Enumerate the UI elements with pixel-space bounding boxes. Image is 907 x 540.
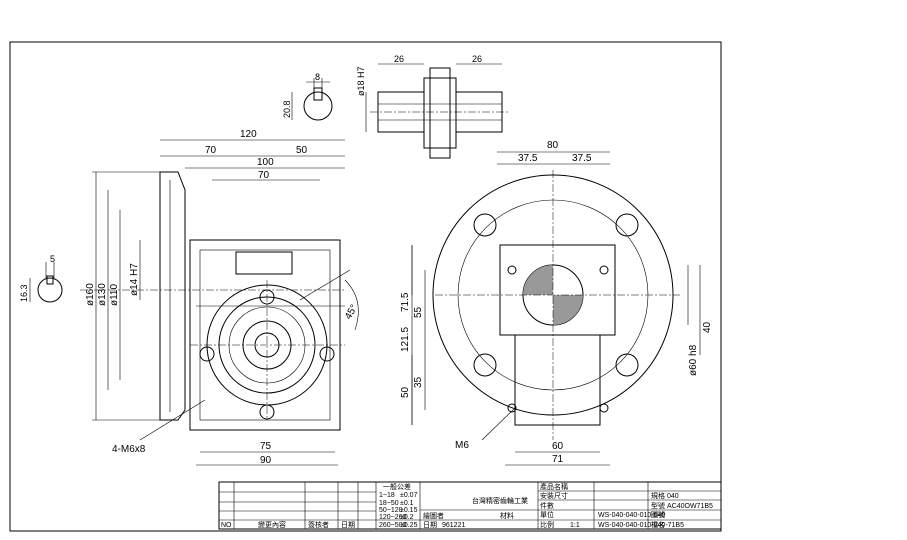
dim-w-60: 60 [552, 441, 564, 452]
tb-tol-3-b: ±0.2 [400, 514, 414, 521]
tb-model-label: 規格 [651, 491, 665, 500]
tb-model-value: 040 [667, 493, 679, 500]
tb-unit: 單位 [540, 510, 554, 519]
dim-dia-130: ø130 [97, 283, 108, 306]
drawing-border [9, 41, 722, 532]
dim-w-71: 71 [552, 454, 564, 465]
tb-tol-4-a: 260~500 [379, 522, 407, 529]
tb-tol-2-a: 50~120 [379, 507, 403, 514]
tb-file-value: WS-040-040-010-040-71B5 [598, 522, 684, 529]
dim-h-35: 35 [413, 376, 424, 388]
tb-scale-label: 比例 [540, 520, 554, 529]
dim-key-w: 5 [50, 254, 55, 264]
dim-dia-60: ø60 h8 [688, 344, 699, 376]
dim-side-total: 120 [240, 129, 257, 140]
dim-front-75: 75 [260, 441, 272, 452]
dim-key-h: 16.3 [19, 284, 29, 302]
tb-company: 台灣精密齒輪工業 [472, 496, 528, 505]
tb-tol-2-b: ±0.15 [400, 507, 418, 514]
tb-date: 日期 [341, 521, 355, 529]
dim-flange-r: 37.5 [572, 153, 592, 164]
dim-front-top: 100 [257, 157, 274, 168]
tb-drafter: 繪圖者 [423, 511, 444, 520]
dim-dia-110: ø110 [109, 284, 120, 306]
label-m6: M6 [455, 440, 469, 451]
tb-tol-0-a: 1~18 [379, 492, 395, 499]
dim-h-121-5: 121.5 [400, 327, 411, 352]
tb-code-value: AC40OW71B5 [667, 503, 713, 510]
tb-tol-0-b: ±0.07 [400, 492, 418, 499]
dim-h-55: 55 [413, 306, 424, 318]
dim-side-right: 50 [296, 145, 308, 156]
dim-coupling-l: 26 [394, 54, 404, 64]
dim-dia-160: ø160 [85, 283, 96, 306]
tb-qty: 件數 [540, 501, 554, 510]
tb-drawing-no: WS-040-040-010-040 [598, 512, 665, 519]
tb-gen-tol: 一般公差 [383, 482, 411, 491]
dim-front-90: 90 [260, 455, 272, 466]
label-bolts: 4-M6x8 [112, 444, 146, 455]
dim-shaft-h: 20.8 [282, 100, 292, 118]
tb-no: NO [221, 522, 232, 529]
coupling-section: 26 26 ø18 H7 [356, 54, 510, 159]
tb-drawing-no-label: 圖號 [651, 510, 665, 519]
shaft-keyway-detail: 8 20.8 [282, 72, 333, 121]
dim-h-71-5: 71.5 [400, 292, 411, 312]
tb-content: 變更內容 [258, 520, 286, 529]
tb-scale-value: 1:1 [570, 522, 580, 529]
tb-signer: 簽核者 [308, 520, 329, 529]
dim-coupling-r: 26 [472, 54, 482, 64]
dim-flange-top: 80 [547, 140, 559, 151]
dim-bore-14: ø14 H7 [129, 263, 140, 296]
tb-code-label: 型號 [651, 501, 665, 510]
tb-date-value: 961221 [442, 522, 465, 529]
tb-tol-3-a: 120~260 [379, 514, 407, 521]
tb-date-label: 日期 [423, 521, 437, 529]
dim-flange-l: 37.5 [518, 153, 538, 164]
side-view: 120 70 50 100 70 ø160 ø130 ø110 ø14 H7 5… [19, 129, 360, 466]
tb-product: 產品名稱 [540, 482, 568, 491]
dim-side-left: 70 [205, 145, 217, 156]
dim-bore-dia: ø18 H7 [356, 66, 366, 96]
dim-front-inner: 70 [258, 170, 270, 181]
tb-material: 材料 [500, 511, 514, 520]
tb-tol-1-a: 18~50 [379, 500, 399, 507]
tb-tol-1-b: ±0.1 [400, 500, 414, 507]
dim-shaft-w: 8 [315, 72, 320, 82]
dim-h-40: 40 [702, 321, 713, 333]
tb-tol-4-b: ±0.25 [400, 522, 418, 529]
tb-file-label: 檔名 [651, 520, 665, 529]
dim-h-50: 50 [400, 386, 411, 398]
tb-mount: 安裝尺寸 [540, 491, 568, 500]
flange-view: 80 37.5 37.5 121.5 71.5 55 50 35 40 ø60 … [400, 140, 713, 466]
title-block: NO 變更內容 簽核者 日期 一般公差 1~18 ±0.07 18~50 ±0.… [218, 481, 722, 530]
